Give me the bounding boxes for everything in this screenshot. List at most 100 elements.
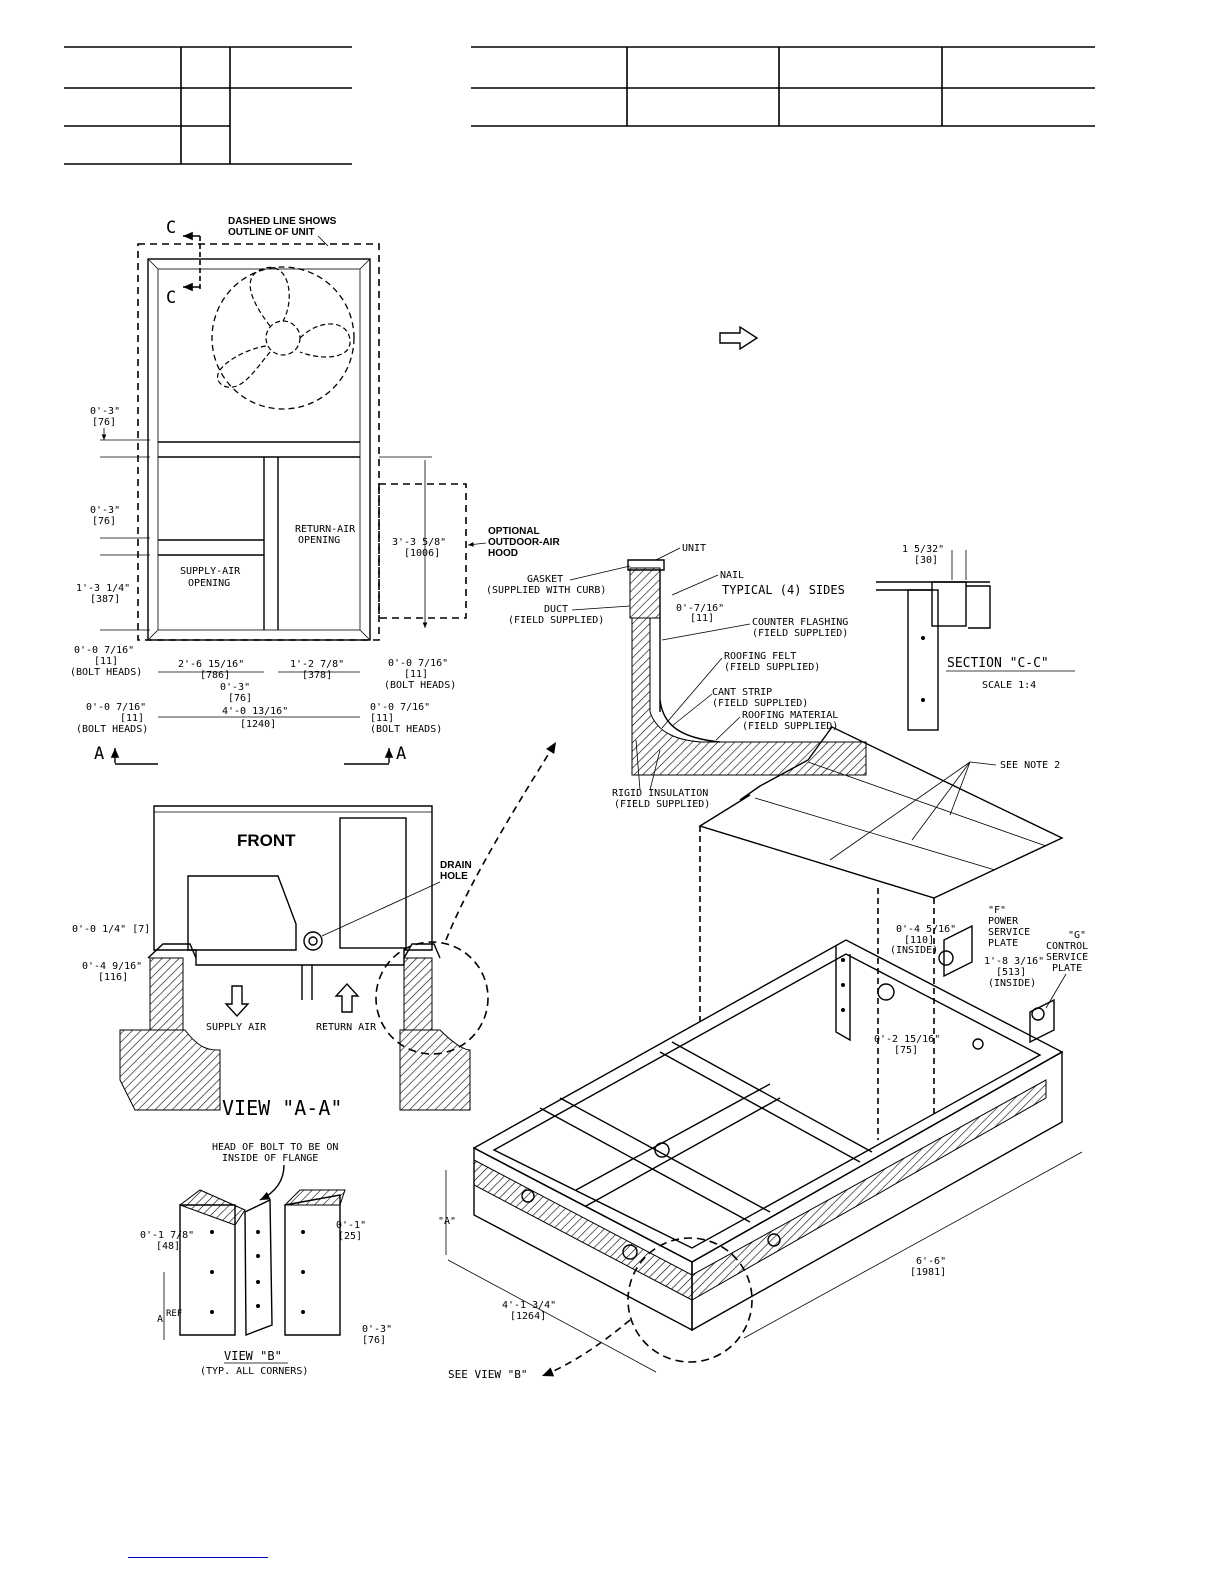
hood-label1: OPTIONAL bbox=[488, 526, 540, 537]
dashed-note-line2: OUTLINE OF UNIT bbox=[228, 227, 315, 238]
rigid-label2: (FIELD SUPPLIED) bbox=[614, 799, 710, 810]
gasket-label2: (SUPPLIED WITH CURB) bbox=[486, 585, 606, 596]
dim-18316: 1'-8 3/16" bbox=[984, 956, 1044, 967]
dim-110: [110] bbox=[904, 935, 934, 946]
footer-link-underline[interactable] bbox=[128, 1557, 268, 1558]
dashed-note-line1: DASHED LINE SHOWS bbox=[228, 216, 337, 227]
dim-401316: 4'-0 13/16" bbox=[222, 706, 288, 717]
dim-75: [75] bbox=[894, 1045, 918, 1056]
dim-03-c: 0'-3" bbox=[220, 682, 250, 693]
flashing-detail: UNIT NAIL GASKET (SUPPLIED WITH CURB) TY… bbox=[486, 325, 867, 810]
f-label3: SERVICE bbox=[988, 927, 1030, 938]
bolt-heads-br: (BOLT HEADS) bbox=[370, 724, 442, 735]
dim-0716-br: 0'-0 7/16" bbox=[370, 702, 430, 713]
dim-1314: 1'-3 1/4" bbox=[76, 583, 130, 594]
duct-label1: DUCT bbox=[544, 604, 568, 615]
a-mark-right: A bbox=[396, 744, 406, 764]
dim-11-bl: [11] bbox=[120, 713, 144, 724]
view-aa: FRONT DRAIN HOLE SUPPLY AIR RETURN AIR 0… bbox=[72, 805, 489, 1120]
dim-1264: [1264] bbox=[510, 1311, 546, 1322]
see-note: SEE NOTE 2 bbox=[1000, 760, 1060, 771]
dim-03-d: 0'-3" bbox=[362, 1324, 392, 1335]
view-b-sub: (TYP. ALL CORNERS) bbox=[200, 1366, 308, 1377]
counter-label1: COUNTER FLASHING bbox=[752, 617, 848, 628]
fan-icon bbox=[211, 266, 355, 410]
roofmat-label1: ROOFING MATERIAL bbox=[742, 710, 838, 721]
dim-25: [25] bbox=[338, 1231, 362, 1242]
inside-2: (INSIDE) bbox=[988, 978, 1036, 989]
dim-11-c: [11] bbox=[690, 613, 714, 624]
dim-0178: 0'-1 7/8" bbox=[140, 1230, 194, 1241]
bolt-heads-bl: (BOLT HEADS) bbox=[76, 724, 148, 735]
drain-label2: HOLE bbox=[440, 871, 468, 882]
dim-76-d: [76] bbox=[362, 1335, 386, 1346]
g-label2: CONTROL bbox=[1046, 941, 1088, 952]
inside-1: (INSIDE) bbox=[890, 945, 938, 956]
dim-1278: 1'-2 7/8" bbox=[290, 659, 344, 670]
ref-label: REF bbox=[166, 1309, 182, 1319]
table-left bbox=[64, 46, 352, 165]
dim-76-c: [76] bbox=[228, 693, 252, 704]
dim-04516: 0'-4 5/16" bbox=[896, 924, 956, 935]
dim-11-right: [11] bbox=[404, 669, 428, 680]
dim-11-left: [11] bbox=[94, 656, 118, 667]
cant-label2: (FIELD SUPPLIED) bbox=[712, 698, 808, 709]
dim-0716-left: 0'-0 7/16" bbox=[74, 645, 134, 656]
hood-label2: OUTDOOR-AIR bbox=[488, 537, 560, 548]
c-mark-bottom: C bbox=[166, 288, 176, 308]
counter-label2: (FIELD SUPPLIED) bbox=[752, 628, 848, 639]
dim-116: [116] bbox=[98, 972, 128, 983]
view-b: HEAD OF BOLT TO BE ON INSIDE OF FLANGE 0… bbox=[140, 1142, 392, 1377]
a-height: "A" bbox=[438, 1216, 456, 1227]
cant-label1: CANT STRIP bbox=[712, 687, 772, 698]
dim-0716-bl: 0'-0 7/16" bbox=[86, 702, 146, 713]
g-label4: PLATE bbox=[1052, 963, 1082, 974]
a-mark-left: A bbox=[94, 744, 104, 764]
dim-03-a: 0'-3" bbox=[90, 406, 120, 417]
dim-48: [48] bbox=[156, 1241, 180, 1252]
dim-1240: [1240] bbox=[240, 719, 276, 730]
a-ref: A bbox=[157, 1314, 163, 1325]
drain-label1: DRAIN bbox=[440, 860, 472, 871]
dim-513: [513] bbox=[996, 967, 1026, 978]
dim-0716-c: 0'-7/16" bbox=[676, 603, 724, 614]
curb-isometric: SEE NOTE 2 "F" PO bbox=[438, 726, 1088, 1381]
dim-66: 6'-6" bbox=[916, 1256, 946, 1267]
hood-dim: 3'-3 5/8" bbox=[392, 537, 446, 548]
section-cc-title: SECTION "C-C" bbox=[947, 656, 1049, 671]
dim-03-b: 0'-3" bbox=[90, 505, 120, 516]
felt-label2: (FIELD SUPPLIED) bbox=[724, 662, 820, 673]
dim-378: [378] bbox=[302, 670, 332, 681]
dim-01: 0'-1" bbox=[336, 1220, 366, 1231]
g-label3: SERVICE bbox=[1046, 952, 1088, 963]
dim-30: [30] bbox=[914, 555, 938, 566]
bolt-heads-right: (BOLT HEADS) bbox=[384, 680, 456, 691]
supply-opening-label: SUPPLY-AIR bbox=[180, 566, 241, 577]
typical-sides: TYPICAL (4) SIDES bbox=[722, 583, 845, 597]
roofmat-label2: (FIELD SUPPLIED) bbox=[742, 721, 838, 732]
dim-261516: 2'-6 15/16" bbox=[178, 659, 244, 670]
dim-0716-right: 0'-0 7/16" bbox=[388, 658, 448, 669]
dim-021516: 0'-2 15/16" bbox=[874, 1034, 940, 1045]
f-label4: PLATE bbox=[988, 938, 1018, 949]
section-cc: 1 5/32" [30] SECTION "C-C" SCALE 1:4 bbox=[876, 544, 1075, 731]
plan-view: C C DASHED LINE SHOWS OUTLINE OF UNIT SU… bbox=[70, 216, 560, 765]
nail-label: NAIL bbox=[720, 570, 744, 581]
see-view-b: SEE VIEW "B" bbox=[448, 1368, 527, 1381]
scale-label: SCALE 1:4 bbox=[982, 680, 1036, 691]
rigid-label1: RIGID INSULATION bbox=[612, 788, 708, 799]
return-opening-label: RETURN-AIR bbox=[295, 524, 356, 535]
dim-76-a: [76] bbox=[92, 417, 116, 428]
return-air-label: RETURN AIR bbox=[316, 1022, 377, 1033]
bolt-heads-left: (BOLT HEADS) bbox=[70, 667, 142, 678]
f-label2: POWER bbox=[988, 916, 1019, 927]
gasket-label1: GASKET bbox=[527, 574, 563, 585]
dim-014: 0'-0 1/4" [7] bbox=[72, 924, 150, 935]
bolt-note2: INSIDE OF FLANGE bbox=[222, 1153, 318, 1164]
dim-76-b: [76] bbox=[92, 516, 116, 527]
dim-4134: 4'-1 3/4" bbox=[502, 1300, 556, 1311]
hood-dim-mm: [1006] bbox=[404, 548, 440, 559]
table-right bbox=[471, 46, 1095, 127]
dim-1981: [1981] bbox=[910, 1267, 946, 1278]
